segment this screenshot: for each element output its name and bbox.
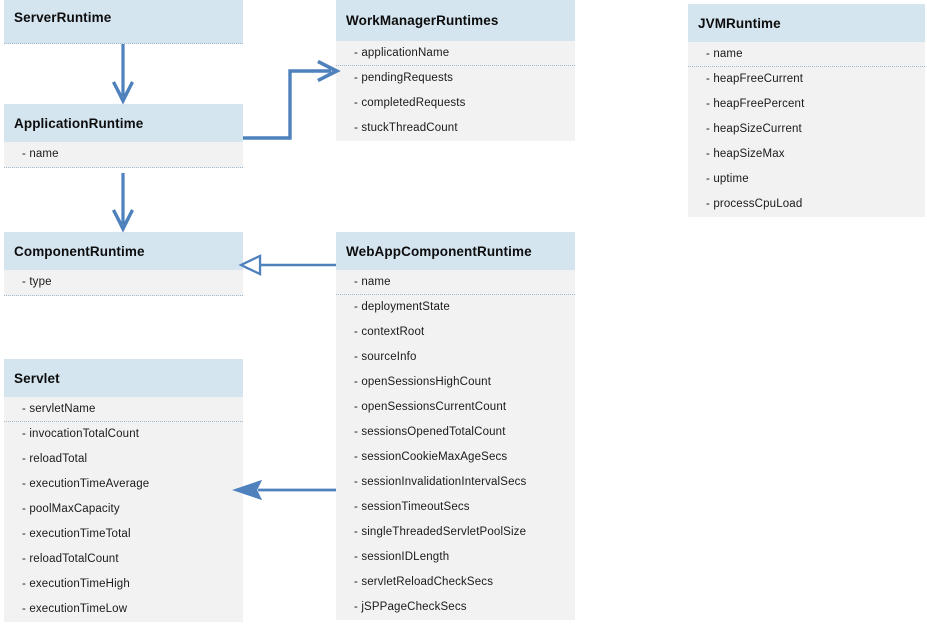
class-attribute: - executionTimeHigh <box>22 578 130 590</box>
class-attribute: - jSPPageCheckSecs <box>354 601 467 613</box>
class-header-work-manager-runtimes: WorkManagerRuntimes <box>336 0 575 41</box>
class-attribute: - reloadTotalCount <box>22 553 119 565</box>
class-attribute: - contextRoot <box>354 326 425 338</box>
class-header-servlet: Servlet <box>4 359 243 397</box>
class-attribute: - poolMaxCapacity <box>22 503 120 515</box>
class-attribute: - executionTimeTotal <box>22 528 131 540</box>
class-title: ServerRuntime <box>14 10 112 25</box>
class-attribute: - type <box>22 276 52 288</box>
class-attribute: - singleThreadedServletPoolSize <box>354 526 527 538</box>
class-attributes: - name <box>4 142 243 168</box>
class-box-component-runtime[interactable]: ComponentRuntime - type <box>4 232 243 296</box>
class-attribute: - openSessionsHighCount <box>354 376 492 388</box>
class-attributes: - type <box>4 270 243 296</box>
class-header-component-runtime: ComponentRuntime <box>4 232 243 270</box>
class-attribute: - name <box>336 270 575 295</box>
class-attribute: - servletReloadCheckSecs <box>354 576 494 588</box>
arrowhead-component-inheritance <box>238 254 262 276</box>
class-attribute: - servletName <box>4 397 243 422</box>
arrowhead-application <box>112 81 134 105</box>
class-attribute: - heapSizeMax <box>706 148 785 160</box>
connector-application-to-component <box>112 173 134 232</box>
class-attribute: - sessionCookieMaxAgeSecs <box>354 451 508 463</box>
class-attribute: - name <box>688 42 925 67</box>
class-attribute: - heapSizeCurrent <box>706 123 802 135</box>
class-attribute: - sessionInvalidationIntervalSecs <box>354 476 527 488</box>
class-attributes: - servletName - invocationTotalCount - r… <box>4 397 243 622</box>
class-attributes: - name - heapFreeCurrent - heapFreePerce… <box>688 42 925 217</box>
arrowhead-workmanager <box>317 59 341 83</box>
class-attribute: - invocationTotalCount <box>22 428 140 440</box>
class-attribute: - stuckThreadCount <box>354 122 458 134</box>
class-box-server-runtime[interactable]: ServerRuntime <box>4 0 243 44</box>
class-attribute: - heapFreeCurrent <box>706 73 804 85</box>
class-attribute: - sourceInfo <box>354 351 417 363</box>
class-header-application-runtime: ApplicationRuntime <box>4 104 243 142</box>
class-box-work-manager-runtimes[interactable]: WorkManagerRuntimes - applicationName - … <box>336 0 575 141</box>
class-title: ComponentRuntime <box>14 243 145 259</box>
connector-application-to-workmanager <box>243 59 340 140</box>
class-attribute: - sessionIDLength <box>354 551 450 563</box>
class-attribute: - name <box>22 148 59 160</box>
connector-webapp-to-servlet <box>232 480 340 500</box>
class-title: WebAppComponentRuntime <box>346 243 532 259</box>
class-attribute: - pendingRequests <box>354 72 454 84</box>
class-title: Servlet <box>14 370 60 386</box>
class-box-webapp-component-runtime[interactable]: WebAppComponentRuntime - name - deployme… <box>336 232 575 620</box>
class-title: JVMRuntime <box>698 15 781 31</box>
class-box-jvm-runtime[interactable]: JVMRuntime - name - heapFreeCurrent - he… <box>688 4 925 217</box>
class-attribute: - processCpuLoad <box>706 198 803 210</box>
class-header-jvm-runtime: JVMRuntime <box>688 4 925 42</box>
class-attribute: - executionTimeLow <box>22 603 128 615</box>
connector-server-to-application <box>112 44 134 104</box>
class-attribute: - openSessionsCurrentCount <box>354 401 507 413</box>
class-attribute: - reloadTotal <box>22 453 88 465</box>
class-attribute: - applicationName <box>336 41 575 66</box>
class-header-webapp-component-runtime: WebAppComponentRuntime <box>336 232 575 270</box>
class-title: ApplicationRuntime <box>14 115 144 131</box>
class-attribute: - uptime <box>706 173 749 185</box>
class-attribute: - heapFreePercent <box>706 98 805 110</box>
class-box-servlet[interactable]: Servlet - servletName - invocationTotalC… <box>4 359 243 622</box>
class-box-application-runtime[interactable]: ApplicationRuntime - name <box>4 104 243 168</box>
class-attributes: - name - deploymentState - contextRoot -… <box>336 270 575 620</box>
class-header-server-runtime: ServerRuntime <box>4 0 243 44</box>
class-attribute: - sessionsOpenedTotalCount <box>354 426 506 438</box>
class-attribute: - deploymentState <box>354 301 450 313</box>
arrowhead-component <box>112 209 134 233</box>
class-attribute: - completedRequests <box>354 97 466 109</box>
class-title: WorkManagerRuntimes <box>346 13 499 28</box>
connector-webapp-to-component <box>238 254 336 276</box>
class-attribute: - sessionTimeoutSecs <box>354 501 470 513</box>
class-attributes: - applicationName - pendingRequests - co… <box>336 41 575 141</box>
class-attribute: - executionTimeAverage <box>22 478 150 490</box>
